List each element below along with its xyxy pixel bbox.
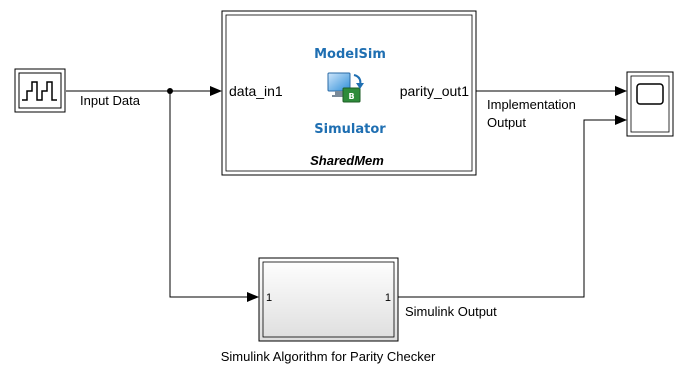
signal-label-simulink-output: Simulink Output [405, 304, 497, 319]
svg-text:B: B [348, 92, 354, 101]
port-label-subsystem-out: 1 [385, 292, 391, 304]
port-label-data-in1: data_in1 [229, 83, 283, 99]
simulator-title: Simulator [314, 122, 386, 137]
scope-icon [636, 83, 664, 105]
block-name-sharedmem: SharedMem [310, 153, 384, 168]
block-name-parity-checker: Simulink Algorithm for Parity Checker [221, 349, 436, 364]
modelsim-logo-icon: B [327, 72, 364, 103]
signal-label-implementation: Implementation [487, 97, 576, 112]
port-label-parity-out1: parity_out1 [400, 83, 469, 99]
pulse-generator-icon [22, 81, 57, 101]
arrowhead-scope-in1 [615, 86, 627, 96]
arrowhead-scope-in2 [615, 115, 627, 125]
signal-line-simulink-output[interactable] [398, 119, 618, 298]
signal-label-input-data: Input Data [80, 93, 141, 108]
arrowhead-data-in1 [210, 86, 222, 96]
arrowhead-subsystem-in [247, 292, 259, 302]
scope-block[interactable] [626, 71, 674, 137]
parity-checker-subsystem-block[interactable]: 1 1 [258, 257, 399, 342]
signal-label-output: Output [487, 115, 526, 130]
signal-line-branch-to-subsystem[interactable] [169, 91, 250, 298]
pulse-generator-block[interactable] [14, 68, 66, 113]
port-label-subsystem-in: 1 [266, 292, 272, 304]
modelsim-title: ModelSim [314, 47, 386, 62]
sharedmem-cosim-block[interactable]: ModelSim B Simulator data_in1 parity_out… [221, 10, 477, 176]
